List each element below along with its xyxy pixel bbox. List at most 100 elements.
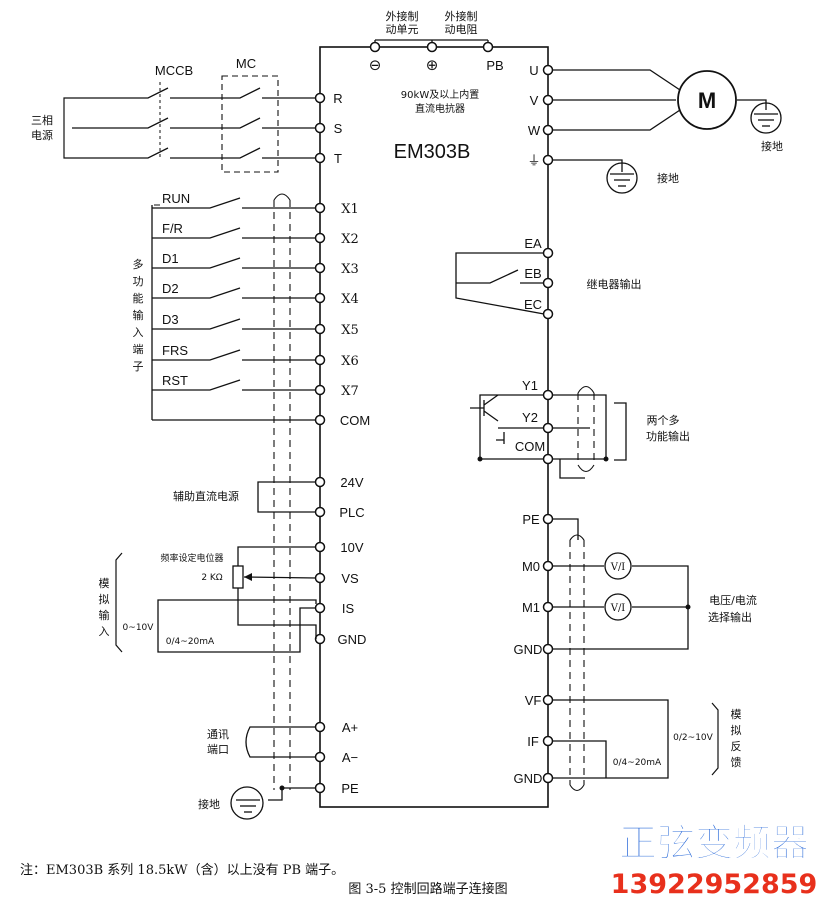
switch-run-label: RUN <box>162 191 190 206</box>
watermark-phone: 13922952859 <box>611 869 818 900</box>
terminal-m1-label: M1 <box>522 600 540 615</box>
relay-label: 继电器输出 <box>587 277 642 291</box>
terminal-v-label: V <box>530 93 539 108</box>
brake-unit-label-1: 外接制 <box>386 10 419 23</box>
mc-label: MC <box>236 56 256 71</box>
motor-symbol <box>677 70 737 130</box>
comm-label-2: 端口 <box>207 743 229 756</box>
switch-rst-label: RST <box>162 373 188 388</box>
analog-v-range: 0~10V <box>123 623 155 633</box>
footnote: 注：EM303B 系列 18.5kW（含）以上没有 PB 端子。 <box>20 862 344 878</box>
potentiometer-wiper <box>244 573 252 581</box>
svg-text:输: 输 <box>99 608 110 622</box>
terminal-com-label: COM <box>340 413 370 428</box>
terminal-x3-label: X3 <box>341 262 359 277</box>
analog-input-bracket <box>115 552 123 653</box>
svg-text:入: 入 <box>133 326 144 339</box>
meter-m1 <box>604 593 632 621</box>
switch-d1-label: D1 <box>162 251 179 266</box>
terminal-w-label: W <box>528 123 541 138</box>
terminal-10v-label: 10V <box>340 540 363 555</box>
minus-terminal-label: ⊖ <box>369 57 382 74</box>
motor-wires <box>552 69 767 172</box>
power-lines <box>72 87 316 159</box>
feedback-bracket <box>711 702 719 776</box>
inverter-ground-label: 接地 <box>657 172 679 185</box>
terminal-gnd-left-label: GND <box>338 632 367 647</box>
right-shield-cable-bottom <box>569 540 585 785</box>
terminal-r-label: R <box>333 91 342 106</box>
multi-out-label-1: 两个多 <box>647 413 680 427</box>
svg-text:拟: 拟 <box>99 592 110 606</box>
terminal-pe-left-label: PE <box>341 781 359 796</box>
brake-unit-label-2: 动单元 <box>386 23 419 36</box>
analog-input-label: 模 拟 输 入 <box>99 577 110 638</box>
svg-text:模: 模 <box>99 577 110 590</box>
switch-d3-label: D3 <box>162 312 179 327</box>
terminal-24v-label: 24V <box>340 475 363 490</box>
analog-out-wiring <box>552 518 689 650</box>
three-phase-bracket <box>63 97 72 159</box>
meter-m1-label: V/I <box>610 603 626 614</box>
analog-out-label-2: 选择输出 <box>708 610 752 624</box>
svg-text:拟: 拟 <box>731 723 742 737</box>
reactor-label-2: 直流电抗器 <box>415 102 465 115</box>
terminal-x5-label: X5 <box>341 323 359 338</box>
terminal-y2-label: Y2 <box>522 410 538 425</box>
terminal-x2-label: X2 <box>341 232 359 247</box>
three-phase-label-1: 三相 <box>31 114 53 127</box>
feedback-i-range: 0/4~20mA <box>613 758 662 768</box>
meter-m0 <box>604 552 632 580</box>
digital-input-switches <box>152 197 316 391</box>
terminal-t-label: T <box>334 151 342 166</box>
terminal-com-right-label: COM <box>515 439 545 454</box>
terminal-gnd-right-label: GND <box>514 642 543 657</box>
potentiometer <box>232 565 244 589</box>
pb-terminal-label: PB <box>486 58 503 73</box>
terminal-is-label: IS <box>342 601 355 616</box>
terminal-vf-label: VF <box>525 693 542 708</box>
left-shield-cable <box>273 200 291 790</box>
terminal-s-label: S <box>334 121 343 136</box>
meter-m0-label: V/I <box>610 562 626 573</box>
terminal-y1-label: Y1 <box>522 378 538 393</box>
multi-out-label-2: 功能输出 <box>646 429 690 443</box>
aux-power-label: 辅助直流电源 <box>173 489 239 503</box>
feedback-v-range: 0/2~10V <box>673 733 713 743</box>
svg-text:入: 入 <box>99 625 110 638</box>
terminal-x6-label: X6 <box>341 354 359 369</box>
terminal-x4-label: X4 <box>341 292 359 307</box>
terminal-if-label: IF <box>527 734 539 749</box>
terminal-x1-label: X1 <box>341 202 359 217</box>
terminal-vs-label: VS <box>341 571 359 586</box>
comm-ground-label: 接地 <box>198 798 220 811</box>
multi-out-wiring <box>470 394 627 479</box>
analog-input-wiring <box>157 546 317 653</box>
svg-text:多: 多 <box>133 257 144 271</box>
dc-bus-terminals <box>374 39 489 47</box>
mccb-label: MCCB <box>155 63 193 78</box>
terminal-ec-label: EC <box>524 297 542 312</box>
motor-ground-icon <box>750 102 782 134</box>
motor-label: M <box>698 88 716 113</box>
reactor-label-1: 90kW及以上内置 <box>401 88 479 101</box>
brake-res-label-2: 动电阻 <box>445 23 478 36</box>
terminal-eb-label: EB <box>524 266 541 281</box>
feedback-wiring <box>552 699 669 779</box>
inverter-ground-icon <box>606 162 638 194</box>
terminal-pe-right-label: PE <box>522 512 540 527</box>
terminal-a-plus-label: A+ <box>342 720 358 735</box>
figure-caption: 图 3-5 控制回路端子连接图 <box>348 881 507 897</box>
switch-d2-label: D2 <box>162 281 179 296</box>
terminal-a-minus-label: A− <box>342 750 358 765</box>
svg-text:馈: 馈 <box>731 756 742 769</box>
svg-text:输: 输 <box>133 308 144 322</box>
terminal-ea-label: EA <box>524 236 542 251</box>
svg-text:子: 子 <box>133 360 144 373</box>
terminal-x7-label: X7 <box>341 384 359 399</box>
plus-terminal-label: ⊕ <box>426 57 439 74</box>
potentiometer-value: 2 KΩ <box>201 573 222 583</box>
mc-contactor-box <box>221 75 279 173</box>
analog-i-range: 0/4~20mA <box>166 637 215 647</box>
model-label: EM303B <box>394 141 471 163</box>
